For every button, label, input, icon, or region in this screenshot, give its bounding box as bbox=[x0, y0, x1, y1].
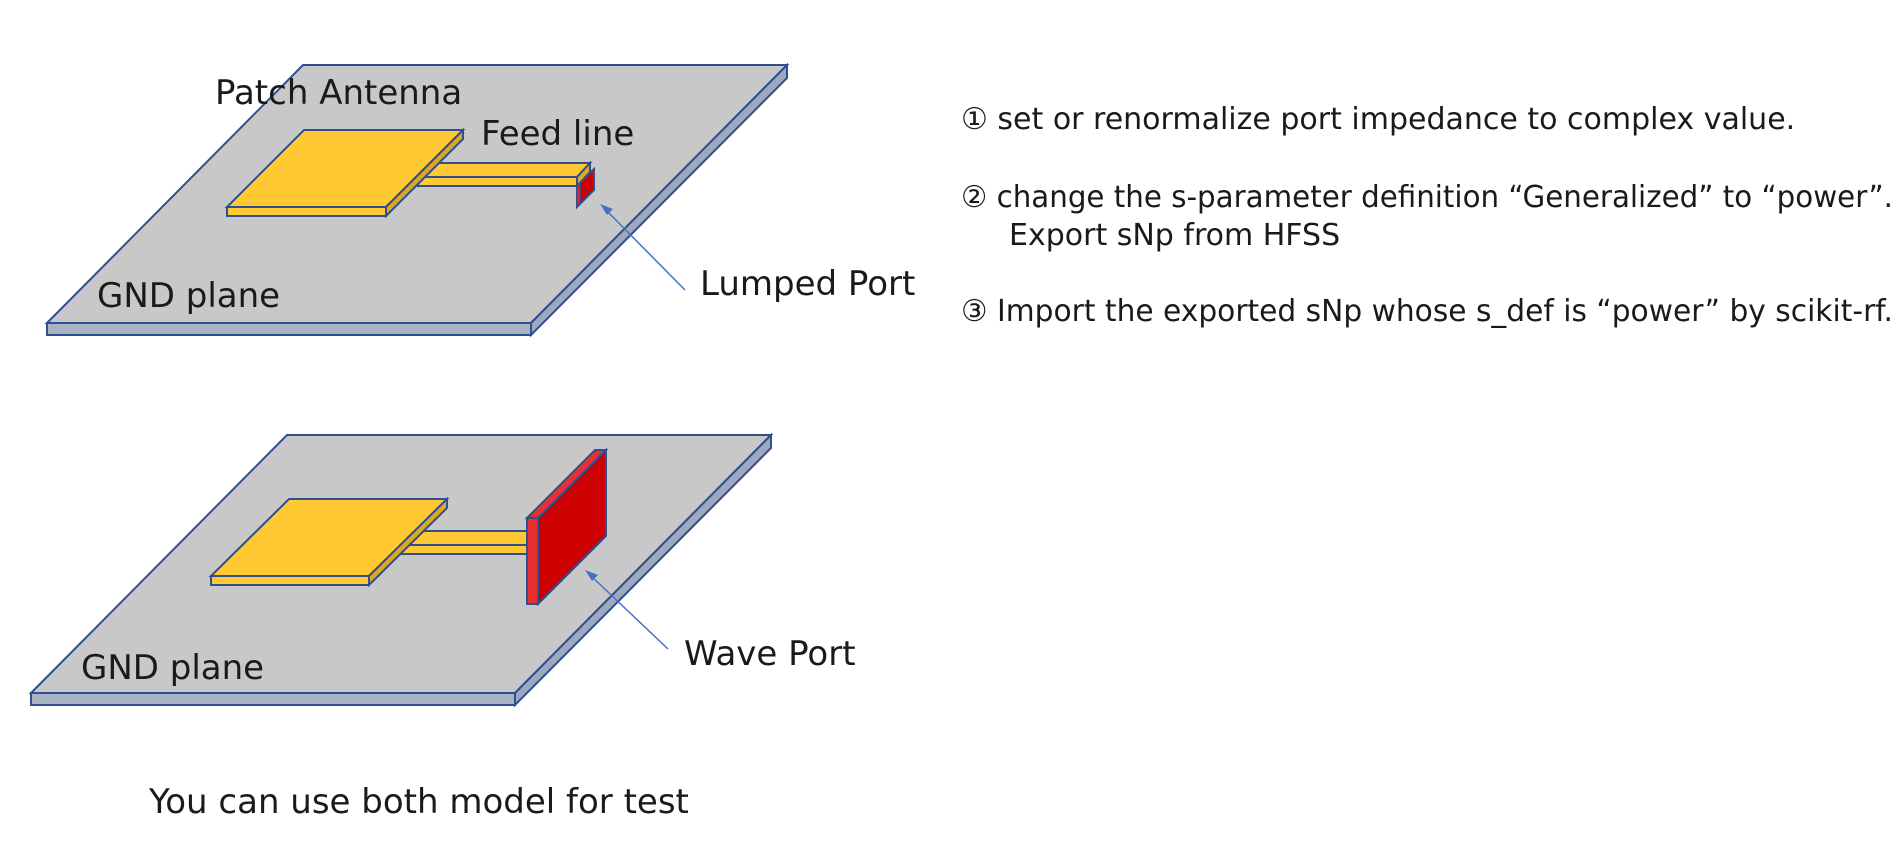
bottom-feed-line-front bbox=[400, 544, 528, 555]
note-step-3: ③ Import the exported sNp whose s_def is… bbox=[961, 294, 1893, 329]
bottom-gnd-plane-front bbox=[30, 692, 516, 706]
notes: ① set or renormalize port impedance to c… bbox=[961, 102, 1893, 329]
bottom-port-arrow bbox=[588, 573, 669, 650]
bottom-patch-front bbox=[210, 575, 370, 586]
top-model: Patch Antenna Feed line GND plane Lumped… bbox=[44, 62, 915, 338]
top-lumped-port-edge bbox=[576, 181, 581, 209]
note-step-2-detail: Export sNp from HFSS bbox=[1009, 218, 1340, 253]
top-patch-label: Patch Antenna bbox=[215, 73, 462, 113]
top-gnd-plane-side bbox=[530, 62, 788, 338]
top-feed-label: Feed line bbox=[481, 114, 634, 154]
top-gnd-plane-front bbox=[46, 322, 532, 336]
bottom-gnd-plane-side bbox=[514, 432, 772, 708]
top-port-label: Lumped Port bbox=[700, 264, 915, 304]
top-patch-front bbox=[226, 206, 387, 217]
top-port-arrowhead bbox=[600, 204, 613, 215]
bottom-wave-port-top-edge bbox=[524, 449, 609, 519]
top-gnd-label: GND plane bbox=[97, 276, 280, 316]
note-step-2: ② change the s-parameter definition “Gen… bbox=[961, 180, 1893, 215]
bottom-gnd-label: GND plane bbox=[81, 648, 264, 688]
top-feed-line-front bbox=[417, 176, 578, 187]
top-patch-side bbox=[385, 127, 464, 219]
bottom-patch-side bbox=[368, 496, 448, 588]
footer-text: You can use both model for test bbox=[148, 782, 689, 822]
top-port-arrow bbox=[603, 207, 686, 291]
bottom-model: GND plane Wave Port bbox=[28, 432, 856, 708]
bottom-port-arrowhead bbox=[585, 570, 598, 581]
note-step-1: ① set or renormalize port impedance to c… bbox=[961, 102, 1795, 137]
bottom-port-label: Wave Port bbox=[684, 634, 856, 674]
top-feed-line-top bbox=[415, 162, 593, 178]
bottom-wave-port-edge bbox=[526, 517, 539, 605]
